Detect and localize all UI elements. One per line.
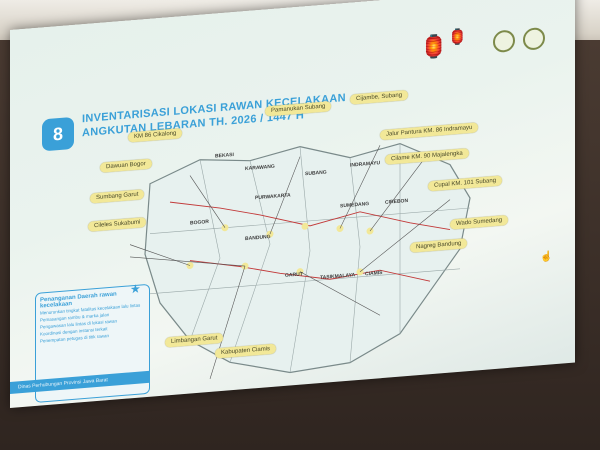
province-logo-icon xyxy=(492,29,515,54)
lantern-icon: 🏮 xyxy=(420,32,448,61)
logo-group xyxy=(489,26,545,59)
star-icon: ★ xyxy=(130,281,141,297)
lantern-icon: 🏮 xyxy=(448,28,467,47)
pointer-icon: ☝ xyxy=(540,251,553,264)
callout-label: Cijambe, Subang xyxy=(350,89,409,105)
agency-logo-icon xyxy=(523,26,545,51)
west-java-map xyxy=(130,142,471,379)
slide-number-badge: 8 xyxy=(42,116,74,152)
projected-slide: 🏮 🏮 8 INVENTARISASI LOKASI RAWAN KECELAK… xyxy=(10,0,575,409)
